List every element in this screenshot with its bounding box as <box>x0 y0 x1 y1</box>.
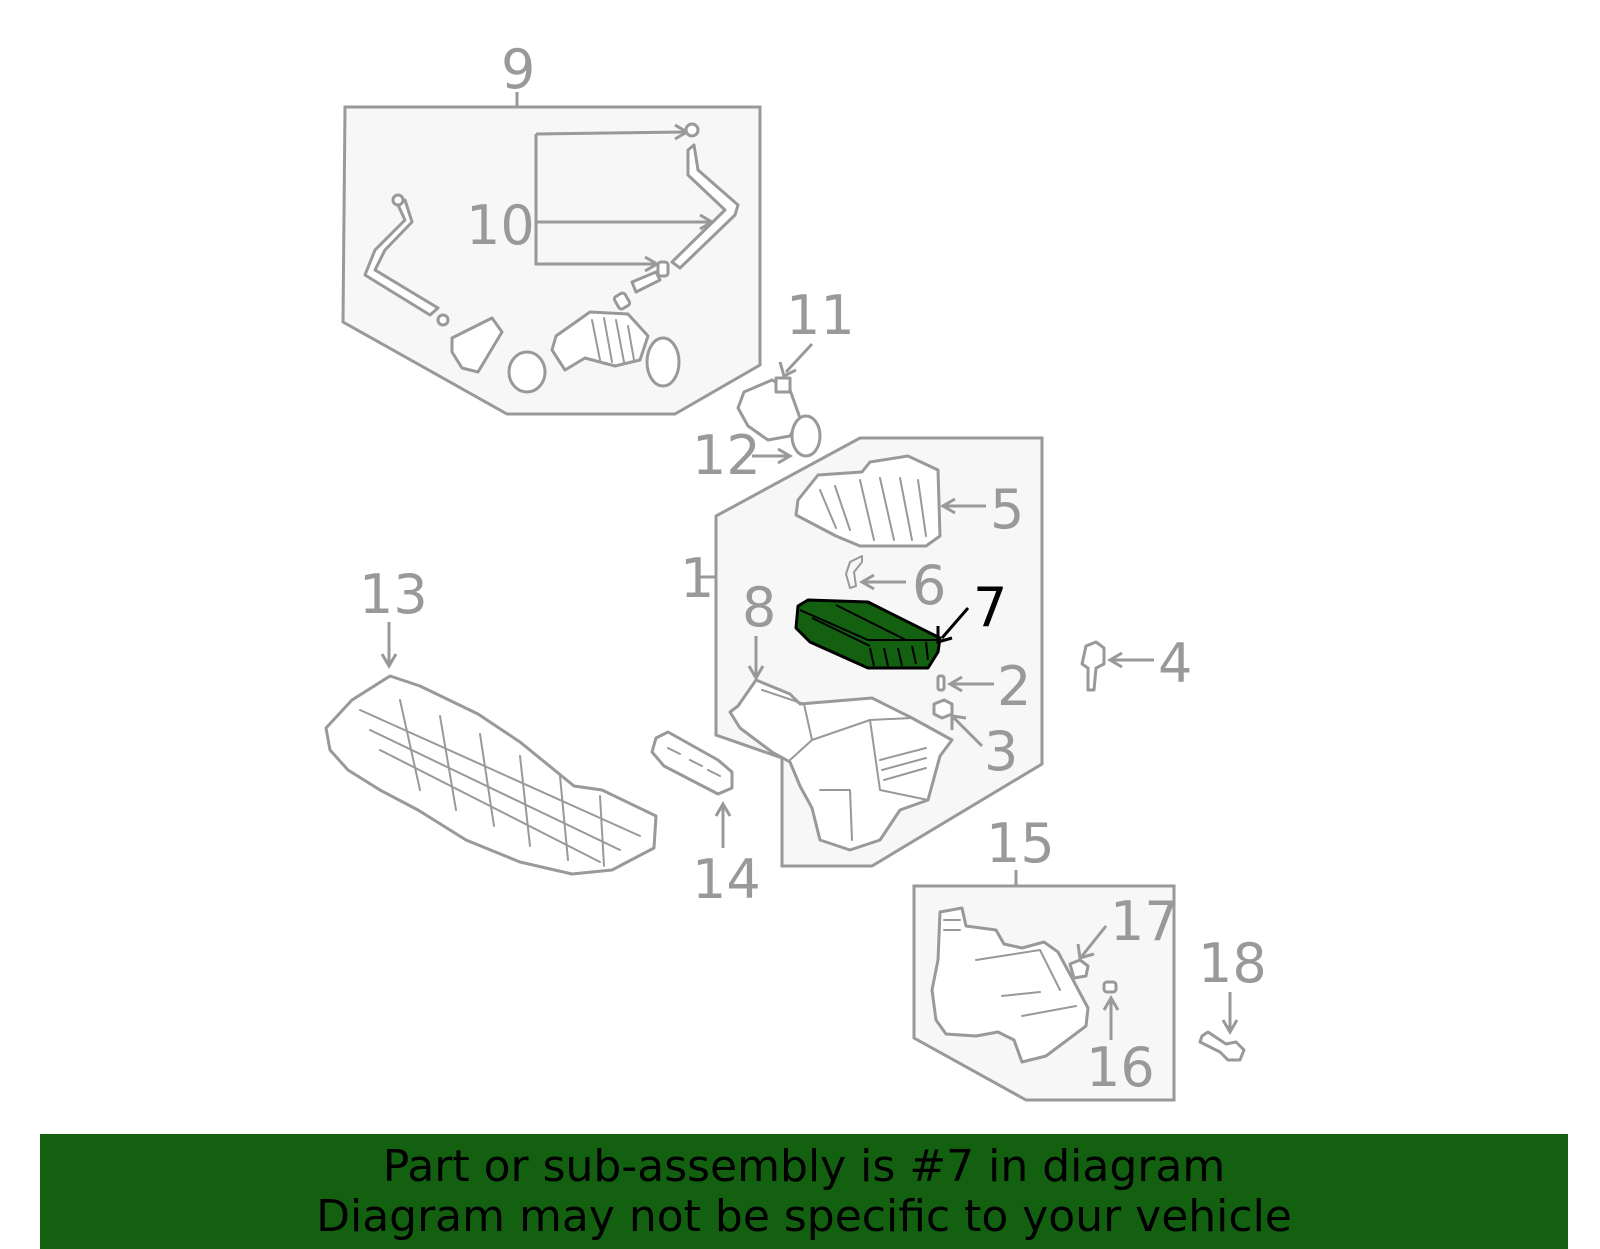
connector-bracket <box>450 316 504 374</box>
banner-line-2: Diagram may not be specific to your vehi… <box>316 1191 1292 1242</box>
arrowhead-2 <box>947 675 963 693</box>
arrowhead-8 <box>747 665 765 681</box>
insulator-3 <box>932 698 954 720</box>
arrowhead-5 <box>940 497 956 515</box>
leader-10 <box>534 130 710 266</box>
callout-15[interactable]: 15 <box>986 812 1055 875</box>
air-cleaner-lower-housing <box>728 678 954 852</box>
arrowhead-7 <box>936 626 953 644</box>
callout-2[interactable]: 2 <box>997 655 1031 718</box>
callout-6[interactable]: 6 <box>912 554 946 617</box>
bracket-14-slots <box>667 747 721 777</box>
maf-connector <box>774 376 792 394</box>
resonator <box>930 906 1090 1064</box>
grommet-2 <box>936 674 946 692</box>
leader-3 <box>952 716 984 748</box>
filter-pleats <box>799 604 938 667</box>
callout-8[interactable]: 8 <box>742 576 776 639</box>
callout-7[interactable]: 7 <box>973 576 1007 639</box>
bracket-14 <box>650 730 734 796</box>
arrowhead-11 <box>778 361 797 379</box>
callout-16[interactable]: 16 <box>1086 1036 1155 1099</box>
hose-clip-left <box>391 193 405 207</box>
callout-11[interactable]: 11 <box>786 284 855 347</box>
cover-ribs <box>819 477 927 541</box>
o-ring <box>790 414 822 458</box>
housing-details <box>761 689 929 841</box>
small-grommet <box>612 291 632 311</box>
notice-banner: Part or sub-assembly is #7 in diagram Di… <box>40 1134 1568 1249</box>
air-filter-element[interactable] <box>794 598 942 670</box>
air-duct-details <box>359 699 641 867</box>
arrowhead-4 <box>1107 651 1123 669</box>
bolt-4 <box>1080 640 1106 692</box>
clamp-left <box>507 350 547 394</box>
pcv-valve <box>630 270 662 294</box>
arrowhead-3 <box>950 714 967 730</box>
hose-clip-top <box>684 122 700 138</box>
retainer-clip <box>845 555 863 589</box>
air-duct-13 <box>324 674 658 876</box>
air-cleaner-cover <box>794 454 942 548</box>
boot-ribs <box>591 317 635 363</box>
arrowhead-6 <box>859 573 875 591</box>
breather-hose-left <box>363 198 440 317</box>
arrowhead-16 <box>1102 995 1120 1011</box>
breather-hose-right <box>670 143 740 270</box>
callout-14[interactable]: 14 <box>692 848 761 911</box>
leader-17 <box>1080 925 1108 957</box>
arrowhead-12 <box>777 447 793 465</box>
leader-11 <box>784 342 814 374</box>
clip-17 <box>1068 958 1090 980</box>
callout-4[interactable]: 4 <box>1158 632 1192 695</box>
clamp-right <box>645 336 681 388</box>
callout-18[interactable]: 18 <box>1198 932 1267 995</box>
callout-3[interactable]: 3 <box>984 720 1018 783</box>
callout-5[interactable]: 5 <box>990 478 1024 541</box>
leader-7 <box>940 607 970 639</box>
arrowhead-17 <box>1076 943 1095 960</box>
bolt-18 <box>1198 1030 1246 1062</box>
callout-9[interactable]: 9 <box>501 38 535 101</box>
arrowhead-14 <box>714 801 732 817</box>
arrowhead-18 <box>1221 1019 1239 1035</box>
banner-line-1: Part or sub-assembly is #7 in diagram <box>382 1141 1226 1192</box>
group-panel-9 <box>341 105 762 416</box>
resonator-details <box>943 919 1077 1017</box>
callout-10[interactable]: 10 <box>466 194 535 257</box>
arrowhead-13 <box>380 653 398 669</box>
callout-17[interactable]: 17 <box>1110 890 1179 953</box>
callout-12[interactable]: 12 <box>692 424 761 487</box>
intake-boot <box>550 310 650 372</box>
callout-13[interactable]: 13 <box>359 563 428 626</box>
hose-fitting <box>656 260 670 278</box>
hose-clip-small <box>436 313 450 327</box>
clip-16 <box>1102 980 1118 994</box>
